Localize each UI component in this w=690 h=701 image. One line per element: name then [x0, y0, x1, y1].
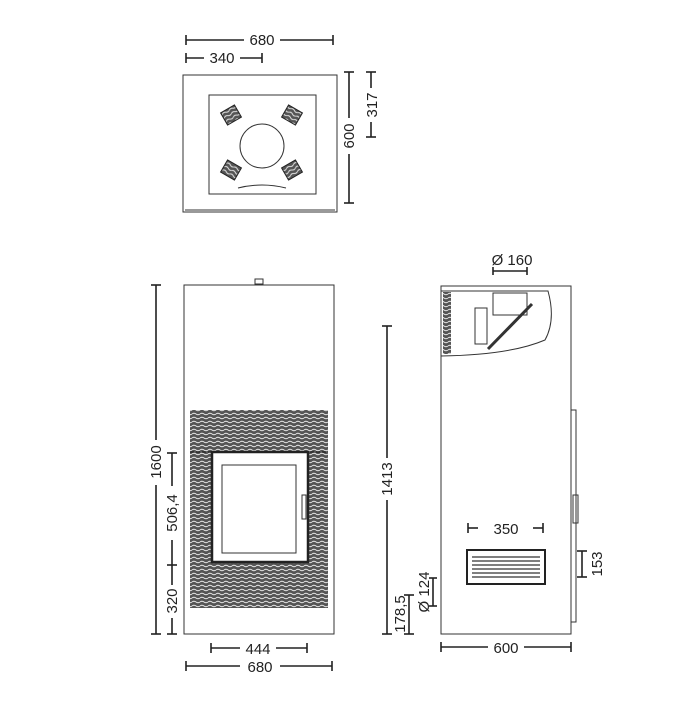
flue-collar	[239, 123, 285, 169]
dimension-grille-height: 153	[577, 550, 606, 578]
dimension-air-inlet-diameter: Ø 124	[416, 572, 437, 613]
dimension-top-half-width: 340	[185, 50, 263, 67]
dim-label: 506,4	[164, 494, 181, 532]
dimension-grille-width: 350	[467, 521, 544, 538]
dim-label: Ø 124	[416, 572, 433, 613]
door-handle	[301, 494, 307, 520]
dimension-front-width: 680	[185, 659, 333, 676]
dim-label: 178,5	[392, 595, 409, 633]
dim-label: 350	[493, 521, 518, 538]
dim-label: 600	[341, 123, 358, 148]
dim-label: 680	[247, 659, 272, 676]
dim-label: 1600	[148, 445, 165, 478]
top-plate	[208, 94, 317, 195]
front-view: 1600 506,4 320 444 680	[148, 278, 335, 676]
top-outline	[182, 74, 338, 213]
dimension-door-width: 444	[210, 641, 308, 658]
door-glass	[221, 464, 297, 554]
support-feet	[219, 104, 304, 181]
dim-label: 444	[245, 641, 270, 658]
dimension-door-height: 506,4	[164, 452, 181, 566]
dim-label: 340	[209, 50, 234, 67]
dimension-top-depth: 600	[341, 71, 358, 204]
firebox-door	[210, 450, 310, 564]
dimension-side-depth: 600	[440, 640, 572, 657]
convection-grille	[466, 549, 546, 585]
dimension-front-height: 1600	[148, 284, 165, 635]
top-view: 680 340 600 317	[182, 32, 381, 213]
dimension-door-base: 320	[164, 565, 181, 635]
dimension-flue-diameter: Ø 160	[492, 252, 533, 275]
dim-label: 153	[589, 551, 606, 576]
dimension-flue-height: 1413	[379, 325, 396, 635]
dim-label: 1413	[379, 462, 396, 495]
dimension-top-width: 680	[185, 32, 334, 49]
front-outline	[183, 284, 335, 635]
dim-label: 680	[249, 32, 274, 49]
dimension-air-inlet-height: 178,5	[392, 594, 414, 635]
dimension-top-center: 317	[364, 71, 381, 138]
dim-label: 600	[493, 640, 518, 657]
dim-label: 317	[364, 92, 381, 117]
side-view: Ø 160 1413 350 153 Ø 124 178,5	[379, 252, 606, 657]
flue-module	[440, 290, 552, 357]
dim-label: Ø 160	[492, 252, 533, 269]
dim-label: 320	[164, 588, 181, 613]
